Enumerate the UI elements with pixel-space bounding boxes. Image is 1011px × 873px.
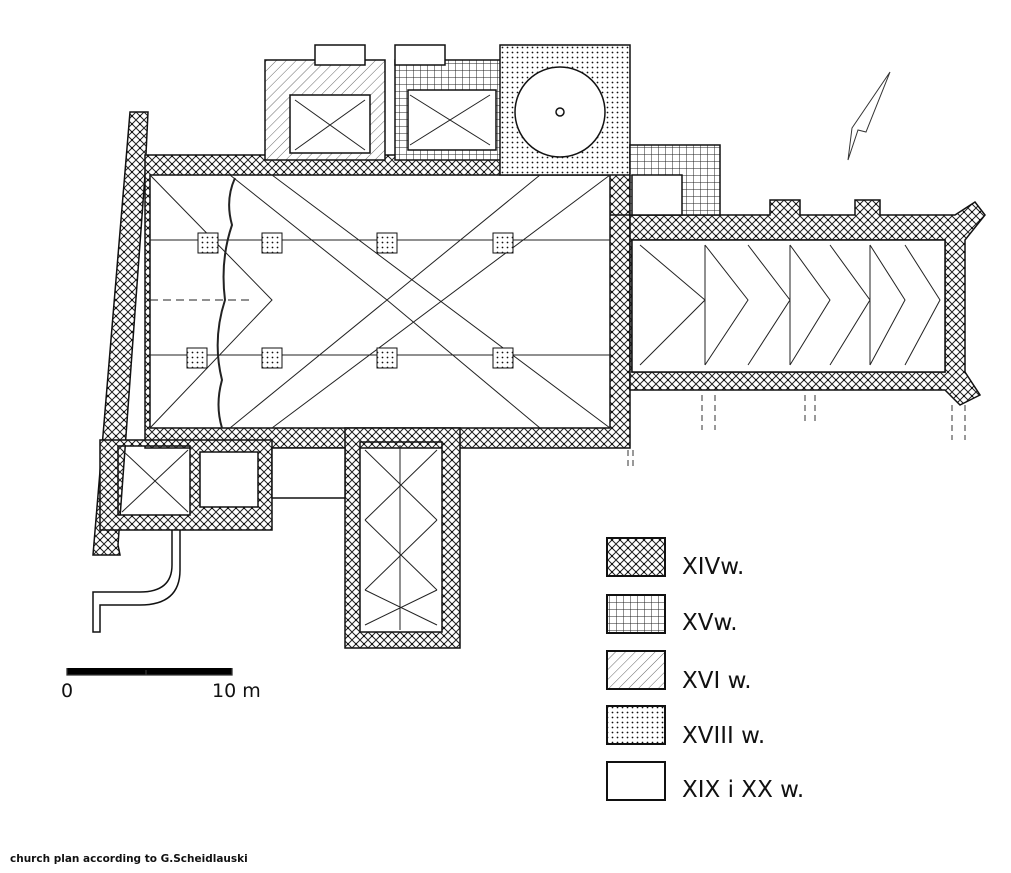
legend-label: XIX i XX w. (682, 777, 804, 803)
legend-swatch-xix-xx (606, 761, 666, 801)
south-chapel (344, 427, 461, 649)
pipe (92, 530, 181, 633)
chancel-interior (631, 239, 946, 373)
caption: church plan according to G.Scheidlauski (10, 853, 248, 865)
scale-start-label: 0 (61, 680, 73, 702)
dashed-foundations (627, 395, 966, 470)
legend-swatch-xviii (606, 705, 666, 745)
legend-swatch-xvi (606, 650, 666, 690)
pillars (186, 232, 514, 369)
scale-end-label: 10 m (212, 680, 261, 702)
plan-walls (92, 44, 986, 649)
legend-label: XVw. (682, 610, 738, 636)
legend-label: XVI w. (682, 668, 752, 694)
legend-swatch-xv (606, 594, 666, 634)
scale-bar (66, 668, 233, 676)
legend-label: XIVw. (682, 554, 744, 580)
legend-label: XVIII w. (682, 723, 765, 749)
legend (606, 537, 666, 801)
vault-ribs (121, 94, 941, 630)
legend-swatch-xiv (606, 537, 666, 577)
north-arrow-icon (847, 71, 891, 161)
